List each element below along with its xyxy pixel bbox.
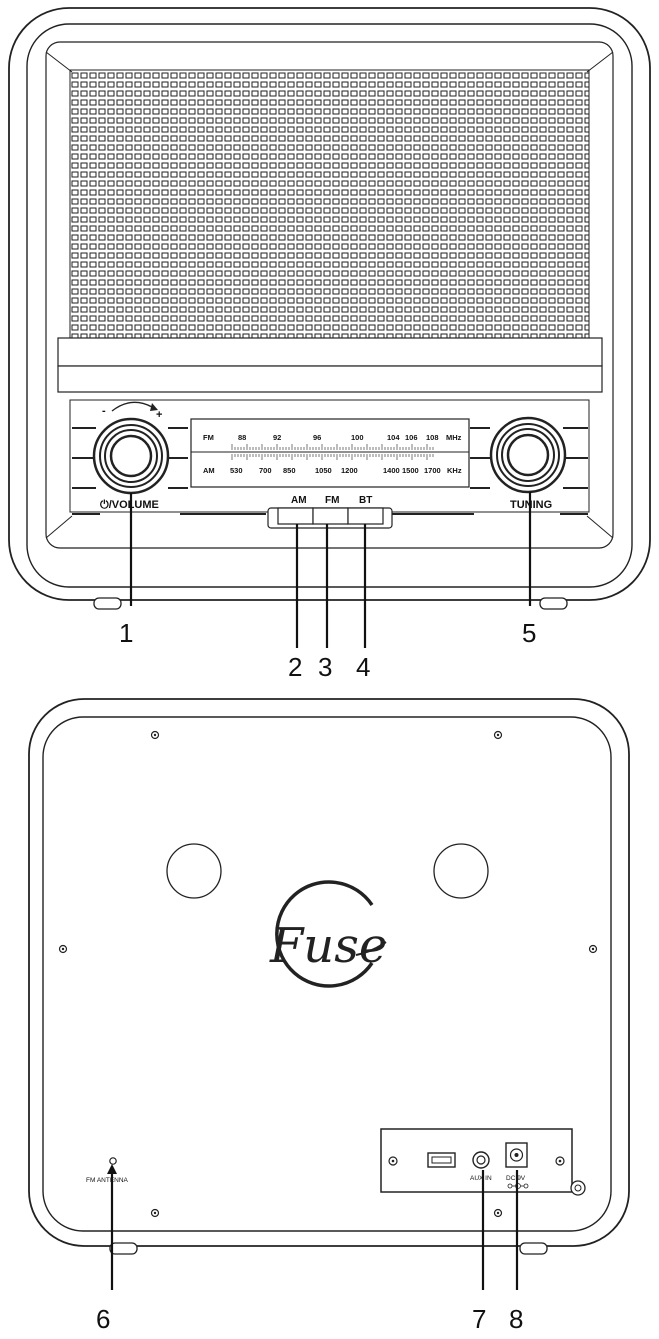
callout-4: 4: [356, 652, 370, 682]
back-cabinet-outer: [28, 698, 630, 1247]
usb-port-icon[interactable]: [427, 1152, 456, 1168]
callout-8: 8: [509, 1304, 523, 1334]
speaker-grille: [69, 69, 590, 339]
dial-fm-band: FM: [203, 433, 214, 442]
dial-am-band: AM: [203, 466, 215, 475]
volume-knob[interactable]: [92, 417, 170, 495]
front-view: - + ⏻/VOLUME TUNING FM 88 92 96 100 104 …: [8, 7, 651, 610]
screw-icon: [388, 1156, 398, 1166]
fm-antenna-label: FM ANTENNA: [86, 1177, 129, 1184]
bass-port-right: [433, 843, 489, 899]
arrow-head-icon: [150, 403, 158, 411]
arrow-up-icon: [107, 1164, 117, 1174]
volume-plus-label: +: [156, 409, 162, 421]
fm-button-label: FM: [325, 495, 339, 506]
back-view: Fuse AUX IN DC 9V: [28, 698, 630, 1255]
dial-fm-mark: 106: [405, 433, 418, 442]
callout-2: 2: [288, 652, 302, 682]
bt-button-label: BT: [359, 495, 372, 506]
dial-am-mark: 1500: [402, 466, 419, 475]
logo-text: Fuse: [269, 918, 387, 974]
am-button[interactable]: [277, 507, 314, 525]
bt-button[interactable]: [347, 507, 384, 525]
front-panel: [45, 41, 614, 549]
screw-icon: [150, 730, 160, 740]
screw-icon: [150, 1208, 160, 1218]
dial-am-mark: 530: [230, 466, 243, 475]
dial-fm-mark: 88: [238, 433, 246, 442]
back-panel: [42, 716, 612, 1232]
tuning-knob[interactable]: [489, 416, 567, 494]
screw-icon: [493, 1208, 503, 1218]
back-foot-right: [519, 1242, 548, 1255]
back-foot-left: [109, 1242, 138, 1255]
dial-am-mark: 1700: [424, 466, 441, 475]
callout-5: 5: [522, 618, 536, 648]
screw-icon: [588, 944, 598, 954]
dial-fm-mark: 108: [426, 433, 439, 442]
dial-fm-unit: MHz: [446, 433, 462, 442]
screw-icon: [493, 730, 503, 740]
dial-am-mark: 1400: [383, 466, 400, 475]
volume-minus-label: -: [102, 405, 106, 417]
front-foot-left: [93, 597, 122, 610]
dial-fm-mark: 92: [273, 433, 281, 442]
front-foot-right: [539, 597, 568, 610]
dial-am-mark: 1200: [341, 466, 358, 475]
callout-6: 6: [96, 1304, 110, 1334]
dial-fm-mark: 96: [313, 433, 321, 442]
aux-in-label: AUX IN: [470, 1175, 492, 1182]
dial-am-mark: 1050: [315, 466, 332, 475]
volume-arc-arrow-icon: [111, 401, 153, 412]
dc-power-jack[interactable]: [505, 1142, 528, 1168]
aux-in-jack[interactable]: [472, 1151, 490, 1169]
fm-button[interactable]: [312, 507, 349, 525]
callout-7: 7: [472, 1304, 486, 1334]
dial-fm-mark: 100: [351, 433, 364, 442]
fm-antenna-hole: [109, 1157, 117, 1165]
dial-fm-mark: 104: [387, 433, 400, 442]
dial-am-mark: 700: [259, 466, 272, 475]
dial-am-mark: 850: [283, 466, 296, 475]
callout-3: 3: [318, 652, 332, 682]
dial-am-unit: KHz: [447, 466, 462, 475]
fuse-logo: Fuse: [269, 880, 387, 988]
am-button-label: AM: [291, 495, 307, 506]
screw-icon: [58, 944, 68, 954]
screw-icon: [555, 1156, 565, 1166]
trim-bar: [57, 337, 603, 367]
tuning-dial: FM 88 92 96 100 104 106 108 MHz AM 530 7…: [190, 418, 470, 488]
bass-port-left: [166, 843, 222, 899]
side-screw-icon: [570, 1180, 586, 1196]
volume-label: ⏻/VOLUME: [100, 498, 159, 511]
front-cabinet-inner: [26, 23, 633, 588]
front-cabinet-outer: [8, 7, 651, 601]
callout-1: 1: [119, 618, 133, 648]
